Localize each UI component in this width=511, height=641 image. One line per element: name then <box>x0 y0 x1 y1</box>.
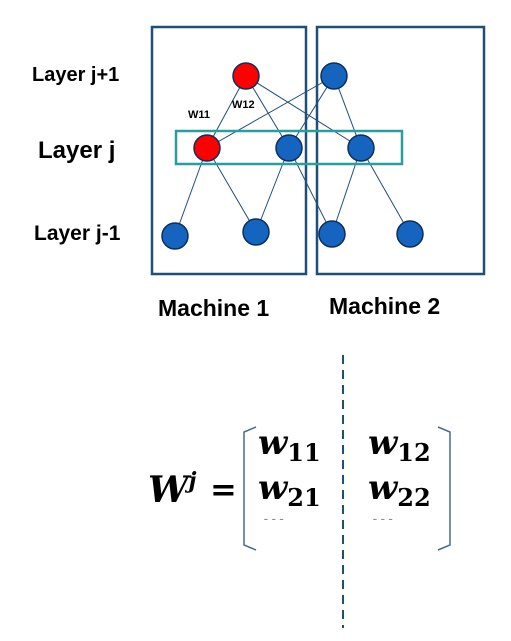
edge <box>331 147 362 235</box>
machine-label-1: Machine 1 <box>158 295 269 321</box>
node-bottom-4 <box>396 220 424 248</box>
matrix-cell-w22: w22 <box>368 468 431 512</box>
equation-lhs: Wj <box>148 468 196 511</box>
layer-label-bottom: Layer j-1 <box>34 222 121 245</box>
weight-matrix-equation: Wj = w11 w12 w21 w22 --- --- <box>148 423 451 551</box>
machine-1-box <box>150 25 308 276</box>
node-mid-1 <box>193 134 221 162</box>
layer-label-top: Layer j+1 <box>32 64 119 86</box>
node-mid-3 <box>347 134 375 162</box>
network-nodes <box>161 62 424 250</box>
matrix-cell-w12-base: w <box>368 423 399 463</box>
weight-label-w11: W11 <box>188 109 210 121</box>
equation-equals: = <box>210 470 237 508</box>
edge <box>360 147 411 235</box>
node-bottom-2 <box>242 218 270 246</box>
matrix-right-bracket <box>437 426 451 551</box>
machine-2-box <box>315 25 486 276</box>
edge <box>288 75 335 149</box>
edge <box>174 147 208 237</box>
matrix-left-bracket <box>243 426 257 551</box>
node-top-machine1 <box>232 62 260 90</box>
node-top-machine2 <box>320 62 348 90</box>
matrix-cell-w22-base: w <box>368 468 399 508</box>
node-bottom-1 <box>161 222 189 250</box>
machine-label-2: Machine 2 <box>329 293 440 319</box>
matrix-cell-w11-sub: 11 <box>287 438 320 467</box>
weight-label-w12: W12 <box>232 99 255 111</box>
matrix-cell-w21-sub: 21 <box>287 483 320 512</box>
edge <box>255 147 290 233</box>
node-mid-2 <box>275 134 303 162</box>
matrix-cell-w22-sub: 22 <box>397 483 430 512</box>
edge <box>245 75 362 149</box>
equation-lhs-base: W <box>148 469 192 511</box>
matrix-cell-w12-sub: 12 <box>397 438 430 467</box>
network-edges <box>174 75 411 237</box>
edge <box>206 147 257 233</box>
matrix-cell-w12: w12 <box>368 423 431 467</box>
edge <box>288 147 333 235</box>
node-bottom-3 <box>318 220 346 248</box>
matrix-cell-w21-base: w <box>258 468 289 508</box>
matrix-cell-w11-base: w <box>258 423 289 463</box>
layer-j-box <box>174 129 404 166</box>
edge <box>245 75 290 149</box>
matrix-cell-w21: w21 <box>258 468 321 512</box>
matrix-ellipsis-right: --- <box>371 512 394 527</box>
layer-label-middle: Layer j <box>38 137 115 164</box>
edge <box>206 75 335 149</box>
matrix-cell-w11: w11 <box>258 423 321 467</box>
matrix-ellipsis-left: --- <box>262 512 285 527</box>
